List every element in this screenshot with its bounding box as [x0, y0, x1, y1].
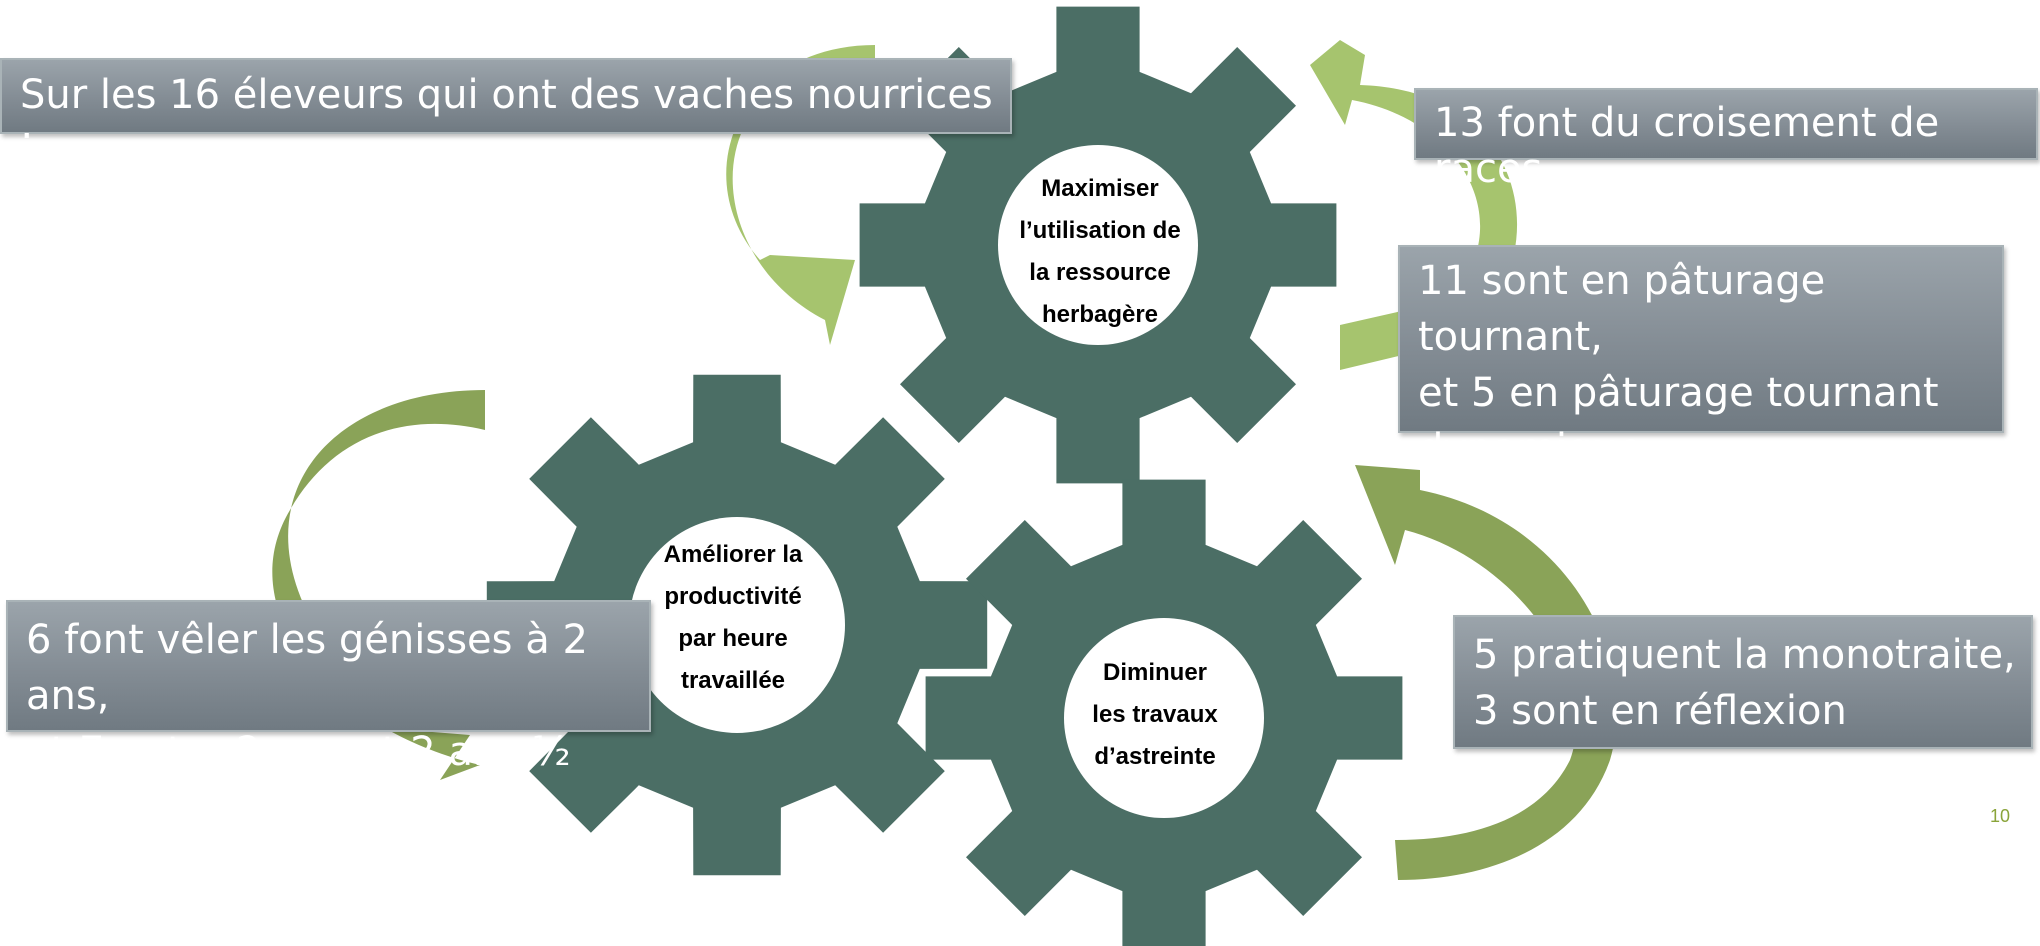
gear-top-label: Maximiser l’utilisation de la ressource …	[1019, 175, 1181, 328]
fact-box-milking: 5 pratiquent la monotraite, 3 sont en ré…	[1453, 615, 2033, 749]
fact-box-grazing: 11 sont en pâturage tournant, et 5 en pâ…	[1398, 245, 2004, 472]
gear-right-hole	[1064, 618, 1264, 818]
gear-right-label: Diminuer les travaux d’astreinte	[1092, 659, 1218, 770]
gear-top-hole	[998, 145, 1198, 345]
arrow-top-left	[726, 45, 875, 345]
gear-left-hole	[629, 517, 845, 733]
fact-box-crossbreeding: 13 font du croisement de races	[1414, 88, 2038, 192]
gear-right	[925, 479, 1403, 946]
gear-left-label: Améliorer la productivité par heure trav…	[663, 541, 803, 694]
fact-box-calving: 6 font vêler les génisses à 2 ans, et 7 …	[6, 600, 651, 775]
arrow-bottom-right	[1355, 465, 1617, 880]
title-box: Sur les 16 éleveurs qui ont des vaches n…	[0, 58, 1012, 164]
page-number: 10	[1990, 806, 2011, 826]
gear-left	[486, 374, 988, 876]
